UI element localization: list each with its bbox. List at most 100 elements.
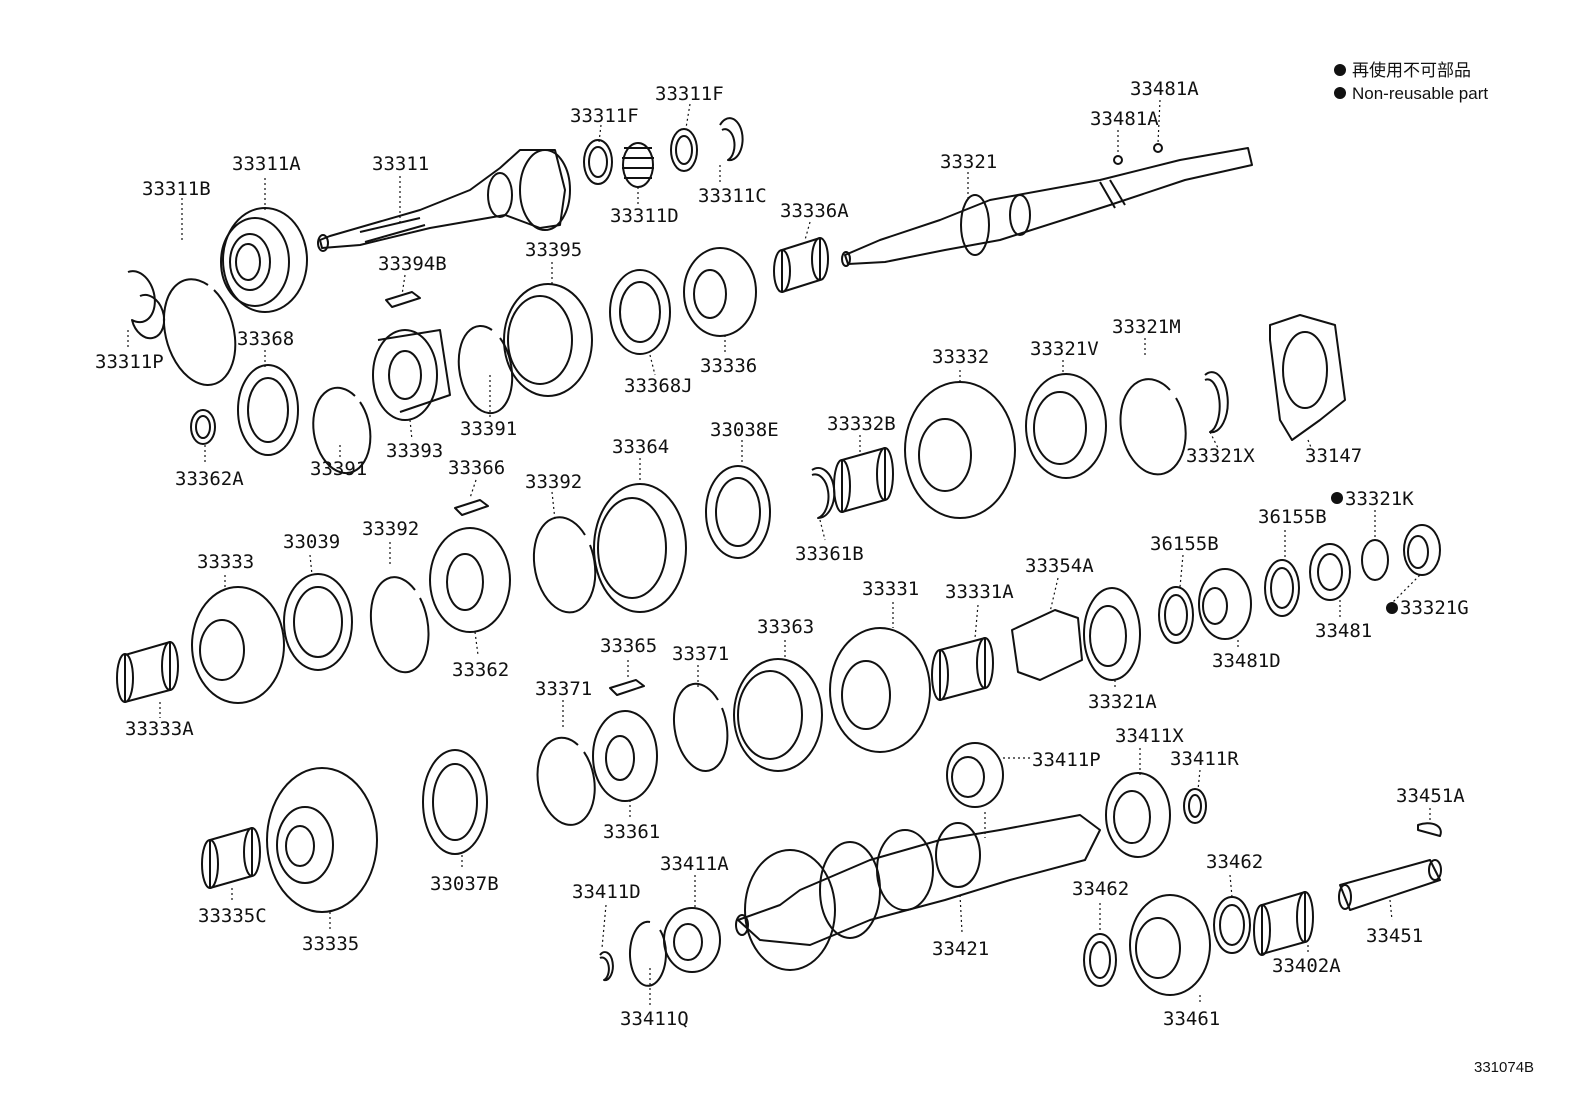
part-label: 33421 (932, 938, 989, 960)
non-reusable-marker: 33321K (1331, 488, 1414, 510)
non-reusable-dot-icon (1386, 602, 1398, 614)
part-label: 33321K (1345, 488, 1414, 510)
needle-bearing-33332B (833, 447, 894, 513)
part-label: 33392 (525, 471, 582, 493)
hub-sleeve-33363 (733, 658, 823, 772)
gear-33481D (1198, 568, 1252, 640)
synchronizer-ring-33368 (237, 364, 299, 456)
part-label: 33354A (1025, 555, 1094, 577)
spacer-33354A (1011, 609, 1083, 681)
snap-ring-33321M (1119, 378, 1187, 476)
needle-bearing-33333A (116, 641, 179, 703)
part-label: 33311D (610, 205, 679, 227)
clutch-hub-33362 (429, 527, 511, 633)
needle-bearing-33336A (773, 237, 829, 293)
part-label: 33411X (1115, 725, 1184, 747)
part-label: 33311A (232, 153, 301, 175)
synchronizer-ring-33368J (609, 269, 671, 355)
legend-en: Non-reusable part (1352, 84, 1488, 103)
part-label: 36155B (1150, 533, 1219, 555)
snap-ring-33411D (599, 951, 614, 982)
part-label: 33311F (570, 105, 639, 127)
part-label: 33368J (624, 375, 693, 397)
part-label: 33333 (197, 551, 254, 573)
snap-ring-33361B (811, 467, 836, 520)
needle-bearing-33311D (622, 142, 654, 188)
part-label: 33362A (175, 468, 244, 490)
nut-33321G (1403, 524, 1441, 576)
bearing-33321V (1025, 373, 1107, 479)
reverse-idler-gear-33461 (1129, 894, 1211, 996)
synchronizer-spring-33371-b (536, 736, 596, 826)
snap-ring-33311P (127, 270, 166, 340)
shifting-key-33366 (454, 499, 489, 516)
ring-33321K (1361, 539, 1389, 581)
bearing-33321A (1083, 587, 1141, 681)
gear-33335 (266, 767, 378, 913)
part-label: 33336 (700, 355, 757, 377)
part-label: 33333A (125, 718, 194, 740)
part-label: 33411R (1170, 748, 1239, 770)
part-label: 33039 (283, 531, 340, 553)
part-label: 33371 (672, 643, 729, 665)
part-label: 33038E (710, 419, 779, 441)
part-label: 33366 (448, 457, 505, 479)
part-label: 33368 (237, 328, 294, 350)
counter-gear-33421 (735, 814, 1101, 971)
part-label: 33365 (600, 635, 657, 657)
leader-lines (127, 99, 1431, 1005)
part-label: 33321 (940, 151, 997, 173)
part-label: 33335 (302, 933, 359, 955)
non-reusable-dot-icon (1334, 64, 1346, 76)
part-label: 33311B (142, 178, 211, 200)
part-label: 33402A (1272, 955, 1341, 977)
bearing-33411A (663, 907, 721, 973)
part-label: 33321X (1186, 445, 1255, 467)
ball-33481A (1113, 143, 1163, 165)
part-labels: 33311B 33311A 33311 33311F 33311F 33311C… (95, 78, 1469, 1030)
bearing-33311A (220, 207, 308, 313)
non-reusable-dot-icon (1334, 87, 1346, 99)
part-label: 33311 (372, 153, 429, 175)
part-label: 33411D (572, 881, 641, 903)
part-label: 33394B (378, 253, 447, 275)
non-reusable-marker: 33321G (1386, 597, 1469, 619)
part-label: 33392 (362, 518, 419, 540)
part-label: 33335C (198, 905, 267, 927)
needle-bearing-33481 (1309, 543, 1351, 601)
part-label: 36155B (1258, 506, 1327, 528)
bearing-retainer-33147 (1269, 314, 1346, 441)
part-label: 33391 (310, 458, 367, 480)
part-label: 33461 (1163, 1008, 1220, 1030)
part-label: 33411P (1032, 749, 1101, 771)
spacer-36155B-b (1158, 586, 1194, 644)
ring-33311F-a (583, 139, 613, 185)
ring-33411R (1183, 788, 1207, 824)
snap-ring-33311C (719, 117, 744, 162)
part-label: 33321V (1030, 338, 1099, 360)
washer-33462-b (1083, 933, 1117, 987)
part-label: 33311C (698, 185, 767, 207)
part-label: 33395 (525, 239, 582, 261)
washer-33462-a (1213, 896, 1251, 954)
part-label: 33391 (460, 418, 517, 440)
key-33451A (1417, 822, 1442, 837)
synchronizer-ring-33037B (422, 749, 488, 855)
part-label: 33147 (1305, 445, 1362, 467)
clutch-hub-33361 (592, 710, 658, 802)
shifting-key-33394B (385, 291, 421, 308)
part-label: 33481A (1090, 108, 1159, 130)
ring-33362A (190, 409, 216, 445)
output-shaft-33321 (841, 147, 1253, 267)
bearing-33411X (1105, 772, 1171, 858)
legend: 再使用不可部品 Non-reusable part (1334, 60, 1488, 103)
part-label: 33481A (1130, 78, 1199, 100)
part-label: 33362 (452, 659, 509, 681)
clutch-hub-33393 (372, 329, 451, 421)
gear-33331 (829, 627, 931, 753)
part-label: 33411Q (620, 1008, 689, 1030)
hub-sleeve-33395 (503, 283, 593, 397)
spacer-36155B-a (1264, 559, 1300, 617)
gear-33333 (191, 586, 285, 704)
